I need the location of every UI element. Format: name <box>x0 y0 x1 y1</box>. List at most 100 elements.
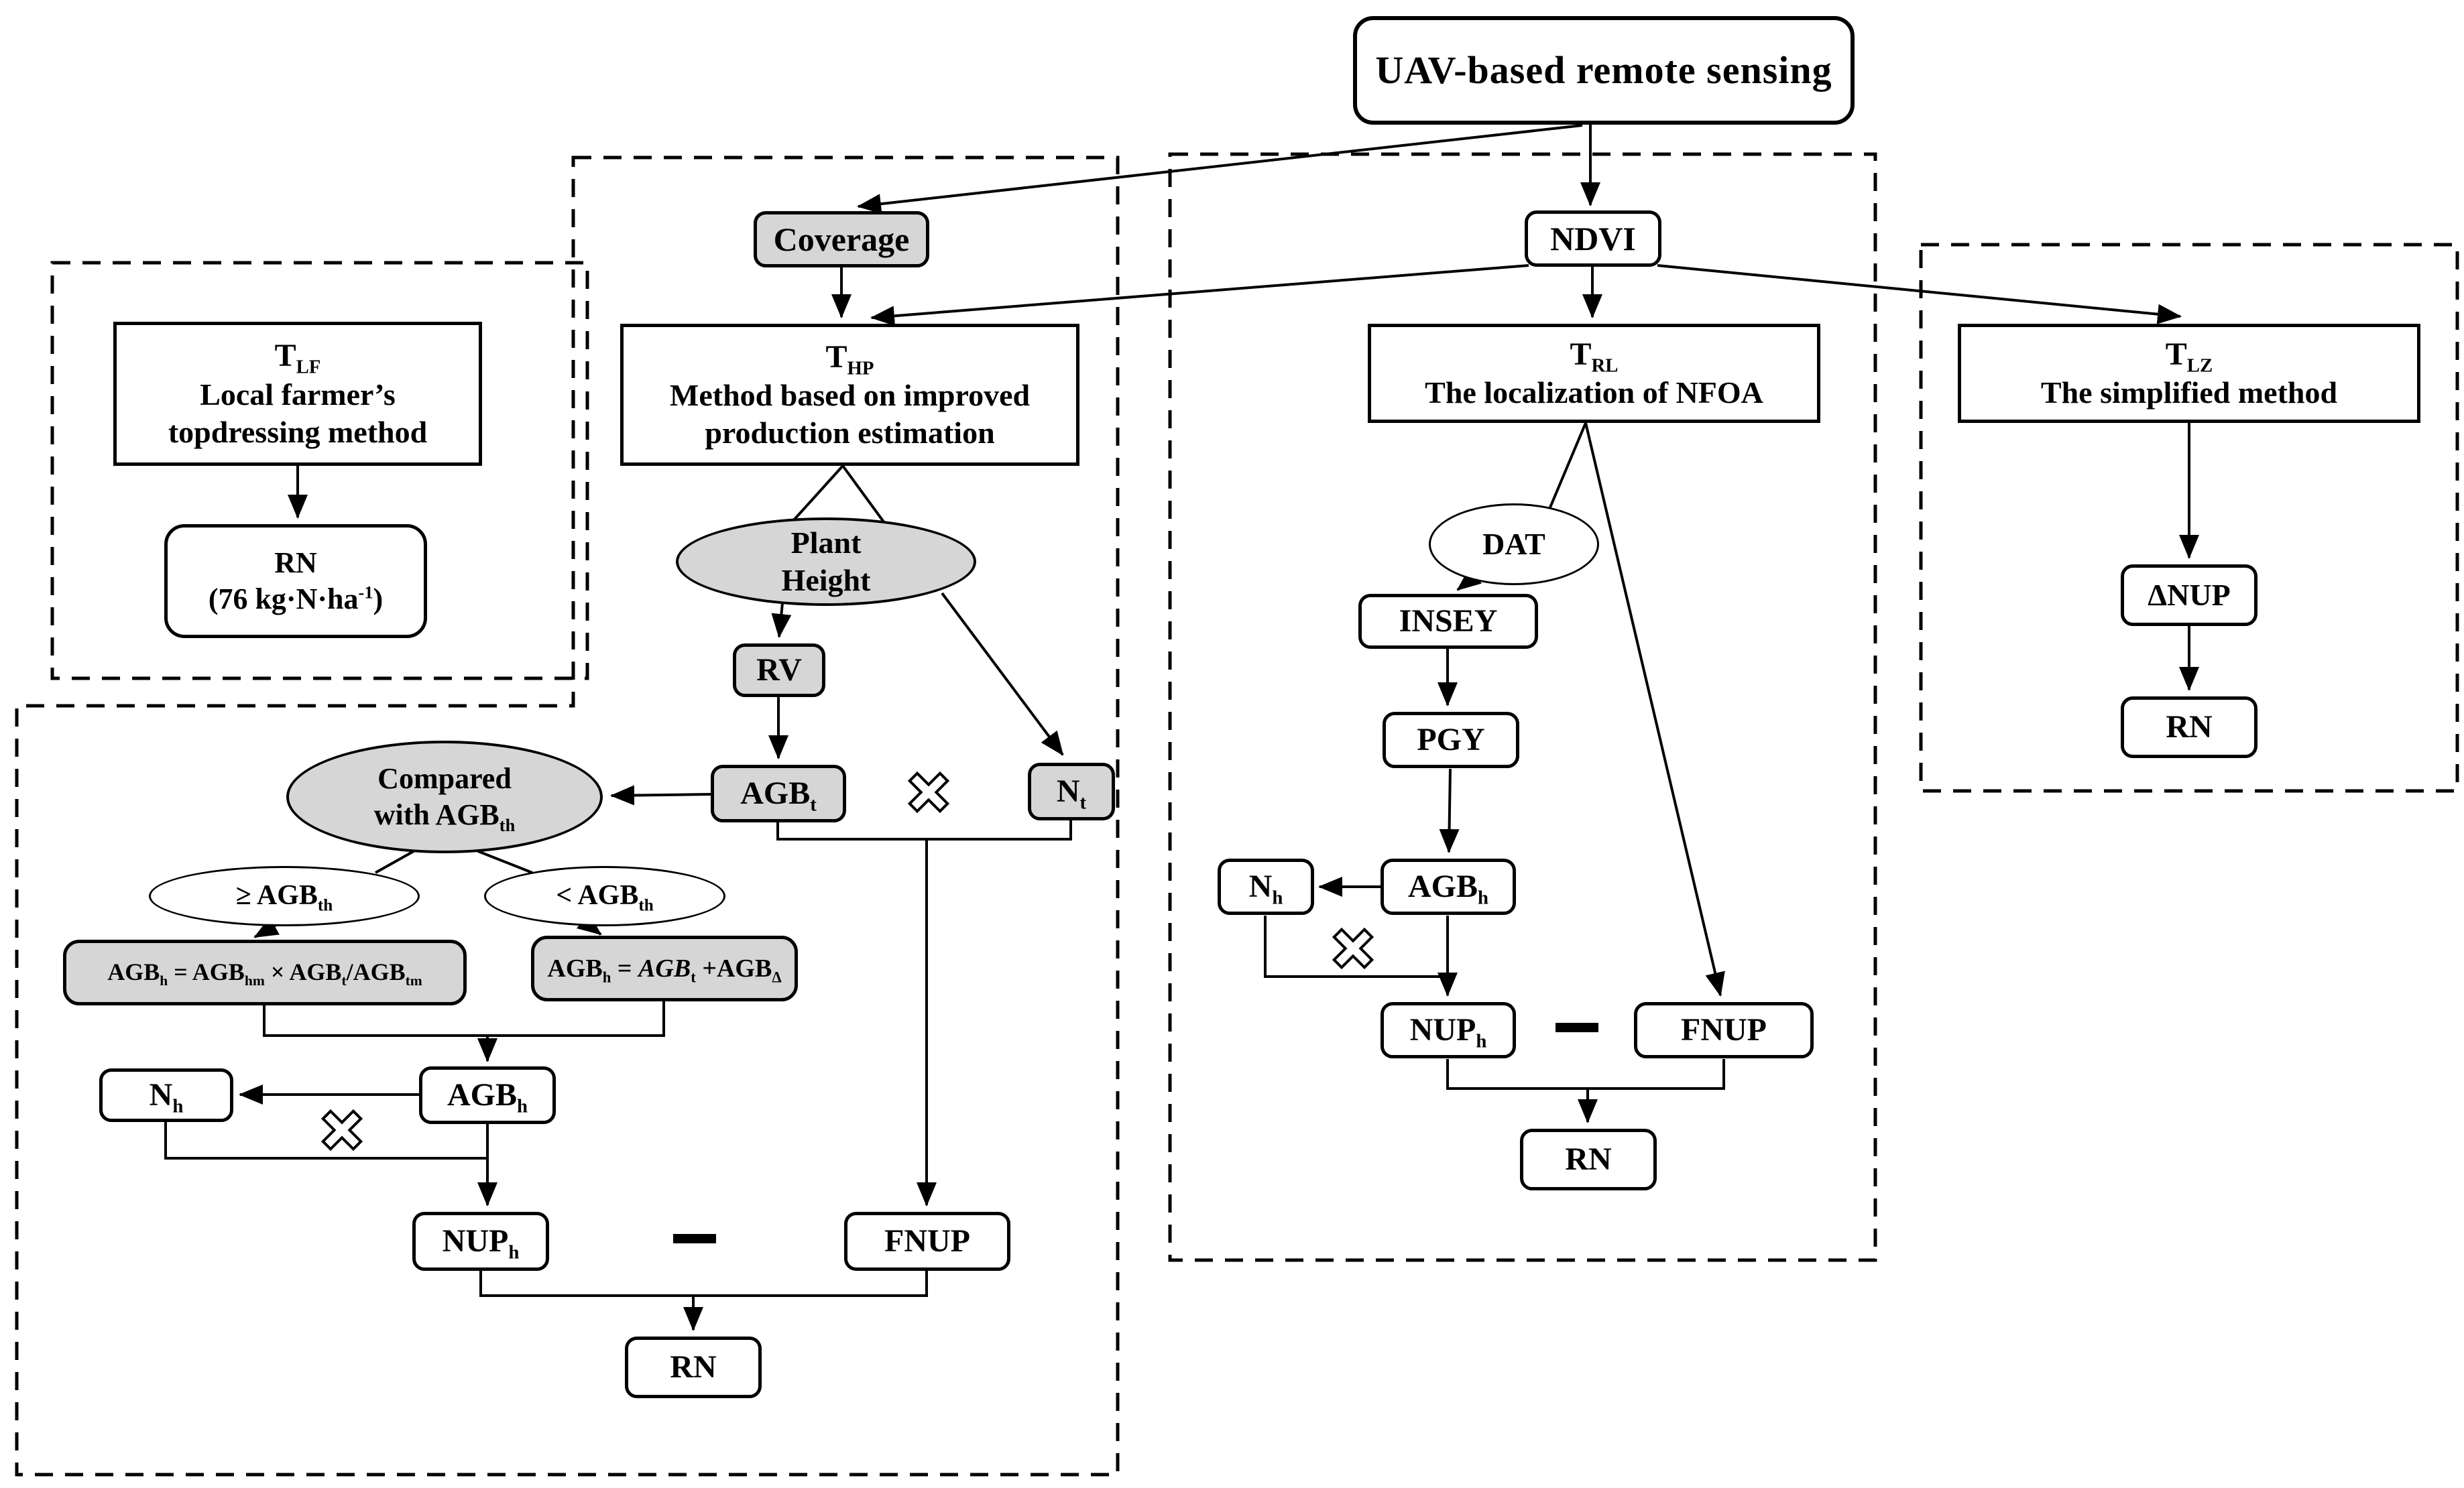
node-ndvi: NDVI <box>1525 210 1661 267</box>
operator-multiply-icon <box>1332 927 1374 970</box>
node-rn-trl: RN <box>1520 1129 1657 1190</box>
line-thp-to-plant-right <box>841 464 888 527</box>
node-label: AGBh <box>1407 868 1489 909</box>
node-label: FNUP <box>884 1223 970 1259</box>
node-plant-height: Plant Height <box>676 517 976 606</box>
node-nh-trl: Nh <box>1218 859 1314 915</box>
node-title: TLZ <box>2165 336 2213 377</box>
arrow-trl-to-fnup <box>1584 422 1725 997</box>
node-agbt: AGBt <box>711 765 846 822</box>
node-rv: RV <box>733 643 825 697</box>
node-dat: DAT <box>1429 503 1599 585</box>
panel-trl-border <box>1168 152 1877 1262</box>
arrow-agbt-to-compared <box>610 785 711 806</box>
node-label: RV <box>756 652 802 688</box>
line-formula-merge <box>263 1001 665 1037</box>
node-label: Nh <box>149 1076 184 1117</box>
node-rn-tlf: RN (76 kg·N·ha-1) <box>164 524 427 638</box>
line-nuph-fnup-merge <box>479 1271 928 1297</box>
line-nuph-fnup-merge-rl <box>1446 1059 1725 1090</box>
line-compared-to-lt <box>477 850 533 874</box>
node-label: UAV-based remote sensing <box>1375 48 1832 92</box>
node-compared-with-agbth: Compared with AGBth <box>286 741 603 853</box>
node-tlz-method: TLZ The simplified method <box>1958 324 2420 423</box>
arrow-pgy-to-agbh <box>1439 768 1460 853</box>
node-quantity: (76 kg·N·ha-1) <box>208 582 384 615</box>
arrow-plant-to-nt <box>941 592 1064 756</box>
node-nh-thp: Nh <box>99 1068 233 1122</box>
node-label: DAT <box>1482 526 1545 561</box>
node-insey: INSEY <box>1358 594 1538 649</box>
node-label: Height <box>781 563 871 597</box>
node-label: < AGBth <box>556 880 654 915</box>
node-condition-lt-agbth: < AGBth <box>484 866 725 926</box>
node-label: ≥ AGBth <box>235 880 333 915</box>
node-title: THP <box>825 338 874 379</box>
node-pgy: PGY <box>1383 712 1519 768</box>
operator-multiply-icon <box>320 1109 363 1152</box>
node-desc: Local farmer’s <box>200 377 396 412</box>
node-desc: Method based on improved <box>669 378 1031 413</box>
operator-minus-icon <box>673 1234 716 1243</box>
node-nuph-trl: NUPh <box>1381 1002 1516 1058</box>
node-formula-ge: AGBh = AGBhm × AGBt/AGBtm <box>63 940 467 1005</box>
arrow-ge-to-formula1 <box>253 917 280 938</box>
operator-multiply-icon <box>907 771 950 814</box>
node-label: Nh <box>1248 868 1283 909</box>
line-compared-to-ge <box>375 850 414 874</box>
node-label: AGBh <box>447 1076 528 1117</box>
node-thp-method: THP Method based on improved production … <box>620 324 1079 466</box>
node-uav-remote-sensing: UAV-based remote sensing <box>1353 16 1855 125</box>
node-rn-tlz: RN <box>2121 696 2257 758</box>
arrow-uav-to-coverage <box>857 124 1583 214</box>
node-dnup: ΔNUP <box>2121 564 2257 626</box>
line-agbt-nt-product <box>776 820 1072 841</box>
node-fnup-trl: FNUP <box>1634 1002 1814 1058</box>
formula-text: AGBh = AGBhm × AGBt/AGBtm <box>107 958 422 989</box>
line-trl-to-dat <box>1549 422 1587 508</box>
node-coverage: Coverage <box>754 211 929 267</box>
node-tlf-method: TLF Local farmer’s topdressing method <box>113 322 482 466</box>
node-label: PGY <box>1417 721 1485 757</box>
node-condition-ge-agbth: ≥ AGBth <box>149 866 420 926</box>
node-trl-method: TRL The localization of NFOA <box>1368 324 1820 423</box>
node-label: FNUP <box>1681 1011 1767 1048</box>
node-label: RN <box>274 546 317 580</box>
line-thp-to-plant-left <box>791 464 844 523</box>
node-title: TRL <box>1570 336 1619 377</box>
line-nh-elbow-rl <box>1264 916 1448 978</box>
node-label: Nt <box>1056 773 1087 814</box>
line-nh-elbow <box>164 1122 487 1160</box>
arrow-ndvi-to-thp <box>870 264 1529 326</box>
node-nt: Nt <box>1028 763 1115 820</box>
node-desc: topdressing method <box>168 414 428 449</box>
node-label: RN <box>2166 708 2213 745</box>
node-nuph-thp: NUPh <box>412 1212 549 1271</box>
node-desc: The simplified method <box>2040 375 2338 410</box>
operator-minus-icon <box>1556 1023 1598 1032</box>
node-label: NUPh <box>1409 1011 1487 1052</box>
node-label: Compared <box>377 762 512 796</box>
formula-text: AGBh = AGBt +AGBΔ <box>547 954 782 986</box>
node-label: RN <box>670 1349 717 1385</box>
node-desc: The localization of NFOA <box>1425 375 1763 410</box>
node-fnup-thp: FNUP <box>844 1212 1010 1271</box>
arrow-dat-to-insey <box>1456 568 1482 591</box>
node-label: Coverage <box>773 220 910 258</box>
node-title: TLF <box>274 338 321 378</box>
node-rn-thp: RN <box>625 1337 762 1398</box>
node-label: INSEY <box>1399 603 1498 639</box>
node-agbh-thp: AGBh <box>419 1066 556 1124</box>
node-agbh-trl: AGBh <box>1381 859 1516 915</box>
node-label: Plant <box>790 525 862 560</box>
node-desc: production estimation <box>705 416 995 450</box>
node-formula-lt: AGBh = AGBt +AGBΔ <box>531 936 798 1001</box>
panel-thp-border <box>15 156 1120 1477</box>
arrow-lt-to-formula2 <box>576 912 602 936</box>
node-label: AGBt <box>740 775 817 816</box>
arrow-plant-to-rv <box>771 603 792 638</box>
panel-tlf-border <box>50 261 589 680</box>
node-label: with AGBth <box>373 798 516 835</box>
